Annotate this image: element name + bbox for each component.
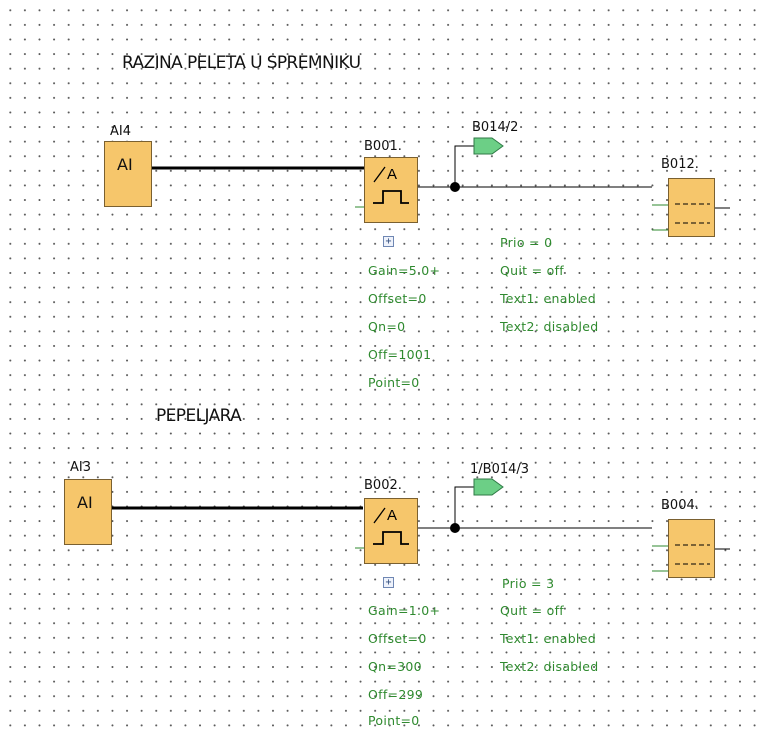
- param-prio: Prio = 3: [502, 576, 555, 591]
- param-qn: Qn=300: [368, 659, 422, 674]
- ai-text: AI: [77, 493, 93, 512]
- connector-b014-2-shape[interactable]: [473, 137, 504, 155]
- connector-b014-2-label: B014/2: [472, 120, 519, 135]
- param-point: Point=0: [368, 375, 420, 390]
- analog-threshold-icon: A: [373, 507, 409, 545]
- expand-parameters-button[interactable]: +: [383, 236, 394, 247]
- wire-to-connector-b014-2[interactable]: [454, 145, 474, 187]
- section-title: RAZINA PELETA U SPREMNIKU: [122, 53, 361, 73]
- wire-to-connector-1-b014-3[interactable]: [454, 486, 474, 528]
- param-text2: Text2: disabled: [500, 659, 599, 674]
- param-quit: Quit = off: [500, 603, 565, 618]
- connector-1-b014-3-shape[interactable]: [473, 478, 504, 496]
- junction-dot: [450, 523, 460, 533]
- b004-label: B004.: [661, 498, 699, 513]
- message-text-icon: [675, 544, 710, 565]
- ai4-label: AI4: [110, 124, 131, 139]
- expand-parameters-button[interactable]: +: [383, 577, 394, 588]
- param-point: Point=0: [368, 713, 420, 728]
- param-gain: Gain=5.0+: [368, 263, 441, 278]
- analog-threshold-icon: A: [373, 166, 409, 204]
- svg-text:A: A: [387, 507, 397, 524]
- param-text1: Text1: enabled: [500, 291, 596, 306]
- svg-text:A: A: [387, 166, 397, 183]
- message-text-block-b012[interactable]: [668, 178, 715, 237]
- param-prio: Prio = 0: [500, 235, 553, 250]
- analog-threshold-block-b002[interactable]: A: [364, 498, 418, 564]
- param-text1: Text1: enabled: [500, 631, 596, 646]
- param-offset: Offset=0: [368, 631, 427, 646]
- junction-dot: [450, 182, 460, 192]
- message-text-icon: [675, 203, 710, 224]
- param-offset: Offset=0: [368, 291, 427, 306]
- b012-label: B012.: [661, 157, 699, 172]
- b002-label: B002.: [364, 478, 402, 493]
- param-text2: Text2: disabled: [500, 319, 599, 334]
- param-off: Off=299: [368, 687, 424, 702]
- param-quit: Quit = off: [500, 263, 565, 278]
- connector-1-b014-3-label: 1/B014/3: [470, 462, 530, 477]
- section-title: PEPELJARA: [156, 406, 242, 426]
- param-off: Off=1001: [368, 347, 432, 362]
- b001-label: B001.: [364, 139, 402, 154]
- ai-text: AI: [117, 155, 133, 174]
- param-gain: Gain=1.0+: [368, 603, 441, 618]
- analog-input-ai3[interactable]: AI: [64, 479, 112, 545]
- param-qn: Qn=0: [368, 319, 406, 334]
- message-text-block-b004[interactable]: [668, 519, 715, 578]
- analog-input-ai4[interactable]: AI: [104, 141, 152, 207]
- analog-threshold-block-b001[interactable]: A: [364, 157, 418, 223]
- ai3-label: AI3: [70, 460, 91, 475]
